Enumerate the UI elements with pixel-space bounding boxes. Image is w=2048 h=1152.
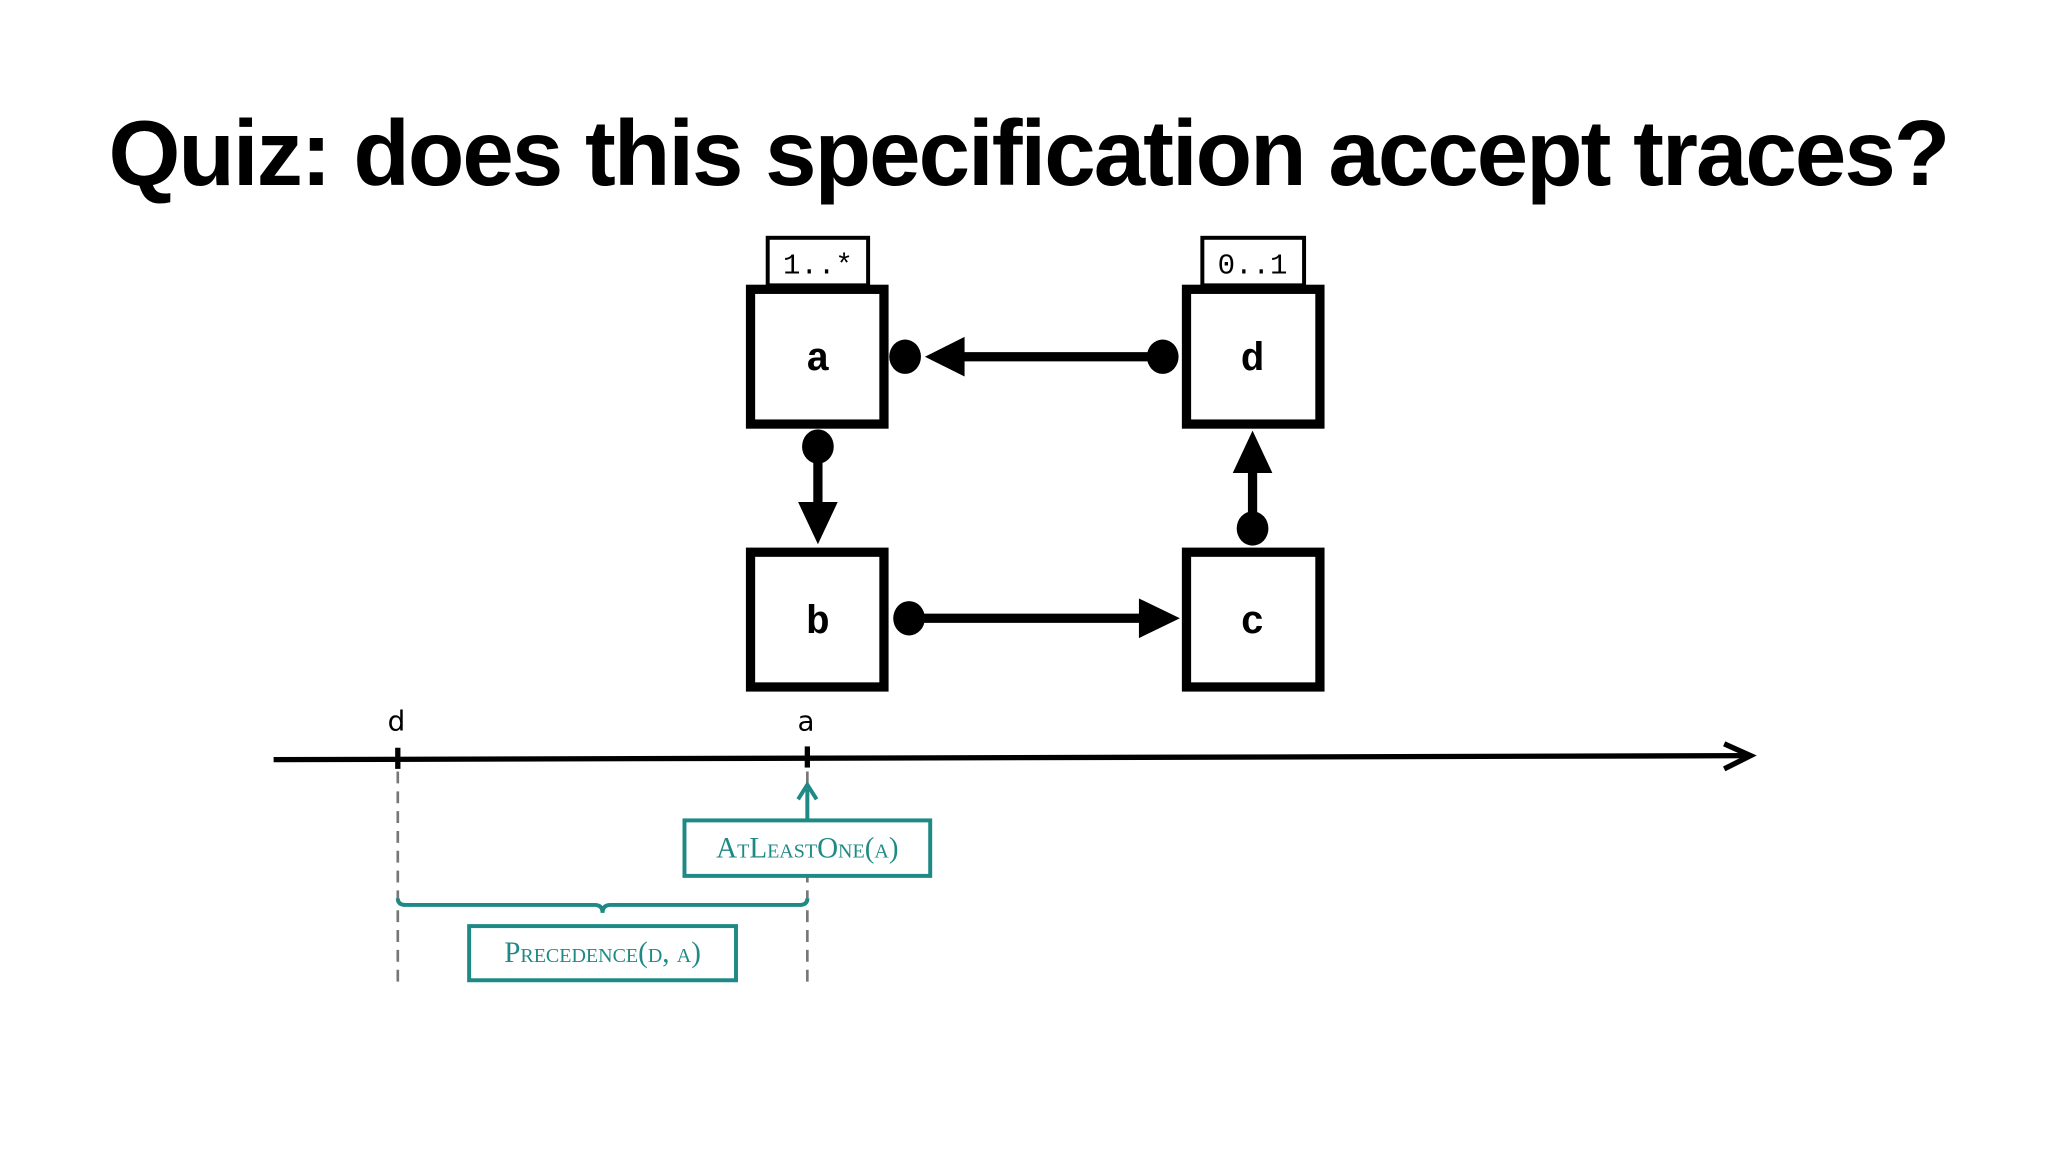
svg-text:b: b <box>806 600 830 645</box>
multiplicity-tag-d: 0..1 <box>1200 235 1307 288</box>
slide-title: Quiz: does this specification accept tra… <box>108 101 1948 205</box>
event-label-a: a <box>798 705 815 738</box>
brace-icon <box>395 898 810 913</box>
svg-text:0..1: 0..1 <box>1218 249 1288 282</box>
edge-b-to-c <box>893 598 1180 639</box>
node-c: c <box>1181 547 1325 692</box>
event-label-d: d <box>388 705 406 738</box>
atleastone-constraint: AtLeastOne(a) <box>682 781 933 878</box>
edge-c-to-d <box>1232 430 1273 546</box>
multiplicity-tag-a: 1..* <box>765 235 871 288</box>
svg-text:1..*: 1..* <box>783 249 853 282</box>
precedence-label: Precedence(d, a) <box>504 937 701 969</box>
node-a: a <box>745 284 889 429</box>
svg-text:d: d <box>1241 337 1265 382</box>
svg-text:a: a <box>806 337 830 382</box>
node-b: b <box>745 547 889 692</box>
precedence-constraint: Precedence(d, a) <box>395 898 810 983</box>
svg-text:c: c <box>1241 600 1265 645</box>
node-d: d <box>1181 284 1325 429</box>
edge-d-to-a <box>889 336 1179 377</box>
edge-a-to-b <box>798 429 838 545</box>
atleastone-label: AtLeastOne(a) <box>716 832 898 864</box>
